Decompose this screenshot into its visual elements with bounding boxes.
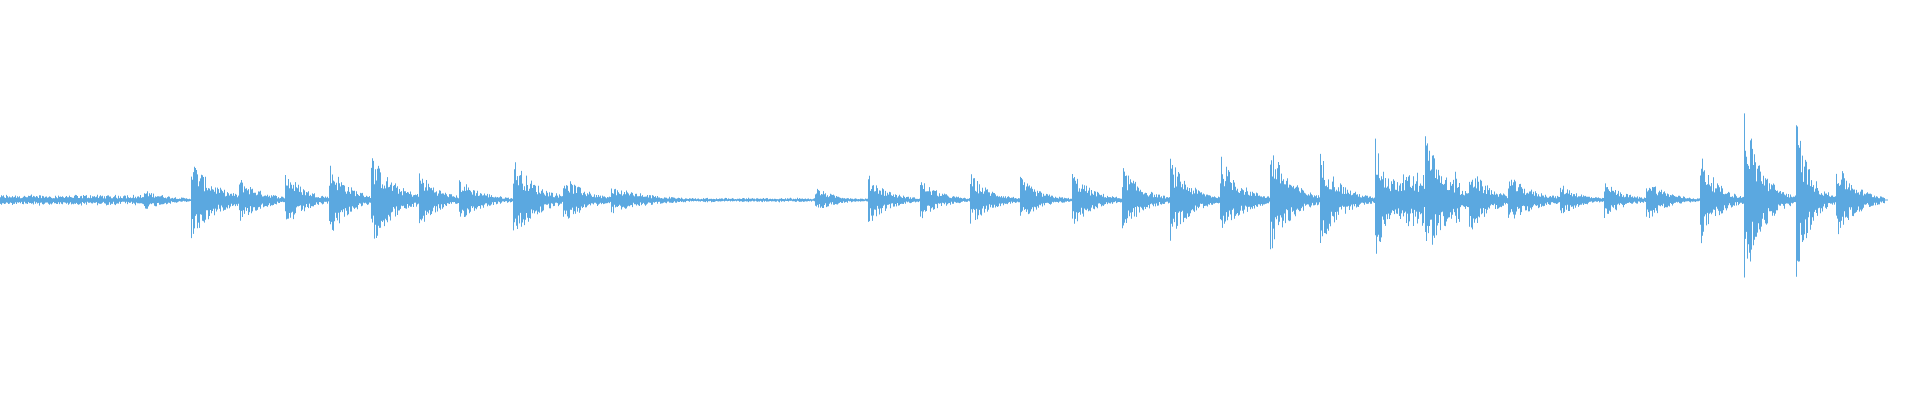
waveform-peaks bbox=[0, 113, 1885, 278]
waveform-trace bbox=[0, 113, 1885, 278]
